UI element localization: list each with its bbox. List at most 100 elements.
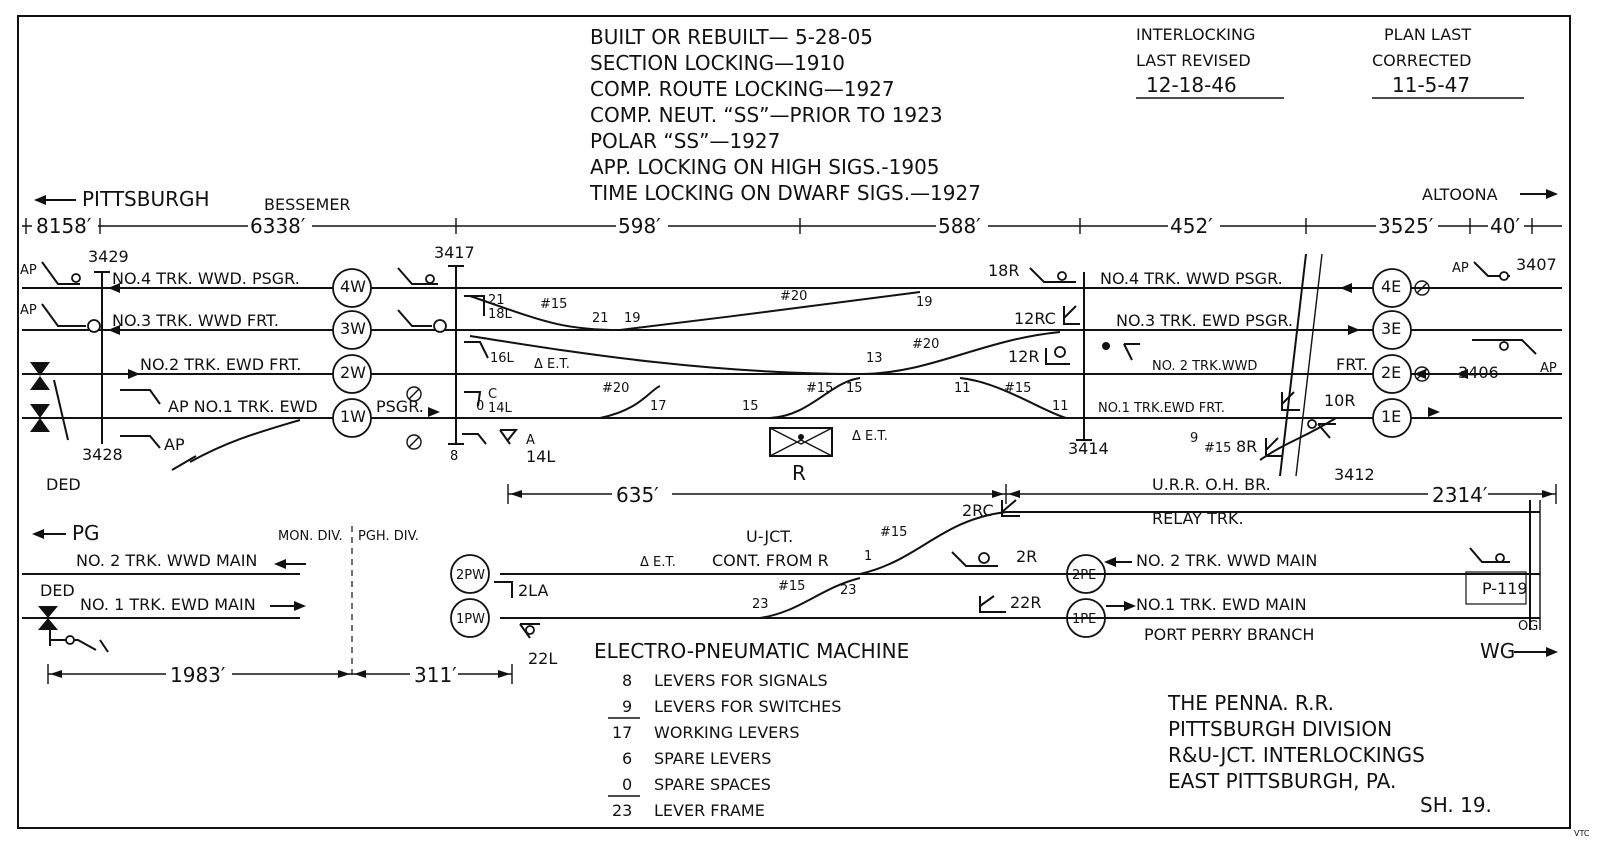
distance-scale-upper: 8158′ 6338′ 598′ 588′ 452′ 3525′ 40′ xyxy=(22,214,1562,238)
pittsburgh-label: PITTSBURGH xyxy=(82,187,210,211)
switch-23: 23 xyxy=(752,597,769,612)
svg-text:#15: #15 xyxy=(1204,441,1231,456)
circle-2pw: 2PW xyxy=(450,554,490,594)
history-line: COMP. NEUT. “SS”—PRIOR TO 1923 xyxy=(590,103,943,127)
machine-title: ELECTRO-PNEUMATIC MACHINE xyxy=(594,639,909,663)
lever-21: 21 xyxy=(488,293,505,308)
svg-text:17: 17 xyxy=(650,399,667,414)
plan-date: 11-5-47 xyxy=(1392,73,1470,97)
lever-16l: 16L xyxy=(490,351,515,366)
main-2-label: NO. 2 TRK. WWD MAIN xyxy=(76,551,257,570)
history-line: TIME LOCKING ON DWARF SIGS.—1927 xyxy=(589,181,981,205)
corrected-label: CORRECTED xyxy=(1372,51,1471,70)
svg-text:19: 19 xyxy=(916,295,933,310)
et-label: Δ E.T. xyxy=(534,357,570,372)
location-name: EAST PITTSBURGH, PA. xyxy=(1168,769,1396,793)
main-1-east-label: NO.1 TRK. EWD MAIN xyxy=(1136,595,1307,614)
history-line: COMP. ROUTE LOCKING—1927 xyxy=(590,77,895,101)
distance-3525: 3525′ xyxy=(1378,214,1434,238)
main-2-east-label: NO. 2 TRK. WWD MAIN xyxy=(1136,551,1317,570)
signal-3417: 3417 xyxy=(434,243,475,262)
distance-311: 311′ xyxy=(414,663,457,687)
interlocking-date: 12-18-46 xyxy=(1146,73,1237,97)
lever-12r: 12R xyxy=(1008,347,1039,366)
svg-text:11: 11 xyxy=(1052,399,1069,414)
svg-text:15: 15 xyxy=(846,381,863,396)
track-label: NO.4 TRK. WWD. PSGR. xyxy=(112,269,300,288)
sheet-border xyxy=(17,15,1571,829)
svg-text:1PW: 1PW xyxy=(456,612,485,627)
distance-8158: 8158′ xyxy=(36,214,92,238)
circle-2e: 2E xyxy=(1372,354,1412,394)
pgh-div-label: PGH. DIV. xyxy=(358,529,419,544)
machine-description: WORKING LEVERS xyxy=(654,723,800,742)
signal-bridges xyxy=(94,265,1092,445)
lever-a: A xyxy=(526,433,535,448)
history-line: BUILT OR REBUILT— 5-28-05 xyxy=(590,25,873,49)
svg-text:2PW: 2PW xyxy=(456,568,485,583)
distance-598: 598′ xyxy=(618,214,661,238)
distance-1983: 1983′ xyxy=(170,663,226,687)
pg-label: PG xyxy=(72,521,100,545)
cont-label: CONT. FROM R xyxy=(712,551,829,570)
svg-text:#20: #20 xyxy=(912,337,939,352)
ded-label: DED xyxy=(40,581,75,600)
r-label: R xyxy=(792,461,806,485)
circle-3e: 3E xyxy=(1372,310,1412,350)
mon-div-label: MON. DIV. xyxy=(278,529,343,544)
railroad-name: THE PENNA. R.R. xyxy=(1167,691,1334,715)
last-revised-label: LAST REVISED xyxy=(1136,51,1251,70)
directions: PITTSBURGH BESSEMER ALTOONA PG WG xyxy=(32,185,1558,663)
ap-label: AP xyxy=(164,435,185,454)
plan-label: PLAN LAST xyxy=(1384,25,1471,44)
svg-text:1PE: 1PE xyxy=(1072,612,1096,627)
history-line: APP. LOCKING ON HIGH SIGS.-1905 xyxy=(590,155,940,179)
lever-2la: 2LA xyxy=(518,581,548,600)
history-block: BUILT OR REBUILT— 5-28-05 SECTION LOCKIN… xyxy=(589,25,981,205)
machine-description: SPARE LEVERS xyxy=(654,749,771,768)
title-block: THE PENNA. R.R. PITTSBURGH DIVISION R&U-… xyxy=(1167,691,1590,838)
port-perry-label: PORT PERRY BRANCH xyxy=(1144,625,1314,644)
lever-18l: 18L xyxy=(488,307,513,322)
svg-text:2PE: 2PE xyxy=(1072,568,1096,583)
lever-14l: 14L xyxy=(526,447,555,466)
lever-14l: 14L xyxy=(488,401,513,416)
ujct-label: U-JCT. xyxy=(746,527,793,546)
revision-block: INTERLOCKING LAST REVISED 12-18-46 PLAN … xyxy=(1136,25,1524,99)
circle-4e: 4E xyxy=(1372,268,1412,308)
track-label: NO.2 TRK. EWD FRT. xyxy=(140,355,301,374)
lever-8r: 8R xyxy=(1236,437,1257,456)
svg-text:1E: 1E xyxy=(1381,407,1401,426)
lever-c: C xyxy=(488,387,497,402)
signal-labels: AP AP 3429 3428 AP DED 3417 21 18L 16L C… xyxy=(20,243,1557,494)
machine-description: LEVER FRAME xyxy=(654,801,765,820)
signal-p119: P-119 xyxy=(1482,579,1528,598)
division-name: PITTSBURGH DIVISION xyxy=(1168,717,1392,741)
og-label: OG xyxy=(1518,619,1538,634)
lever-22l: 22L xyxy=(528,649,557,668)
svg-text:4E: 4E xyxy=(1381,277,1401,296)
draftsman-mark: VTC xyxy=(1574,829,1590,838)
distance-588: 588′ xyxy=(938,214,981,238)
distance-40: 40′ xyxy=(1490,214,1520,238)
et-label: Δ E.T. xyxy=(852,429,888,444)
lever-22r: 22R xyxy=(1010,593,1041,612)
signal-3414: 3414 xyxy=(1068,439,1109,458)
sheet-number: SH. 19. xyxy=(1420,793,1492,817)
switch-numbers: #15 21 19 #20 19 #20 13 #20 17 15 #15 15… xyxy=(540,289,1231,456)
track-label: NO. 2 TRK.WWD xyxy=(1152,359,1257,374)
machine-description: SPARE SPACES xyxy=(654,775,771,794)
lever-18r: 18R xyxy=(988,261,1019,280)
machine-description: LEVERS FOR SWITCHES xyxy=(654,697,841,716)
ded-label: DED xyxy=(46,475,81,494)
bessemer-label: BESSEMER xyxy=(264,195,351,214)
relay-label: RELAY TRK. xyxy=(1152,509,1244,528)
svg-text:#20: #20 xyxy=(602,381,629,396)
distance-452: 452′ xyxy=(1170,214,1213,238)
svg-text:19: 19 xyxy=(624,311,641,326)
circle-1w: 1W xyxy=(332,398,372,438)
distance-scale-middle: 635′ 2314′ xyxy=(507,482,1557,507)
svg-text:13: 13 xyxy=(866,351,883,366)
